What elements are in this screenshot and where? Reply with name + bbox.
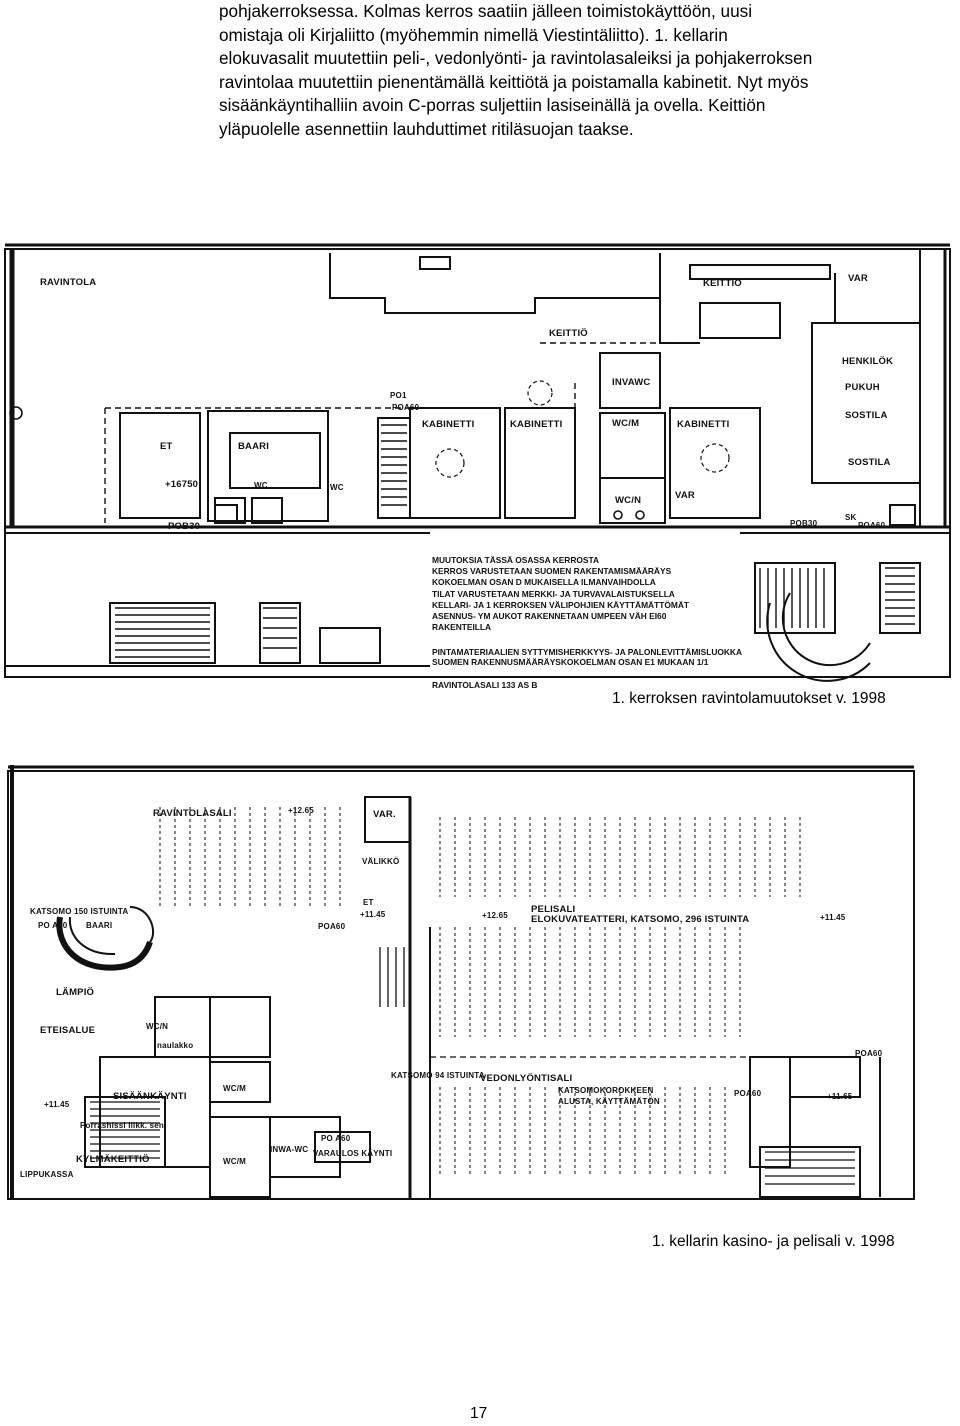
- room-label-valikko: VÄLIKKÖ: [362, 857, 400, 866]
- note-line: KOKOELMAN OSAN D MUKAISELLA ILMANVAIHDOL…: [432, 577, 656, 587]
- room-label-baari: BAARI: [238, 441, 270, 452]
- room-label-baari: BAARI: [86, 921, 113, 930]
- room-label-invawc: INWA-WC: [270, 1145, 309, 1154]
- note-line: ASENNUS- YM AUKOT RAKENNETAAN UMPEEN VÄH…: [432, 611, 667, 621]
- door-label-poa60: POA60: [734, 1089, 762, 1098]
- room-label-var: VAR.: [373, 809, 396, 820]
- room-label-ravintolasali: RAVINTOLASALI: [153, 808, 232, 819]
- intro-paragraph: pohjakerroksessa. Kolmas kerros saatiin …: [219, 0, 959, 141]
- room-label-keittio-top: KEITTIÖ: [703, 278, 742, 289]
- door-label-poa60: POA60: [392, 403, 420, 412]
- note-line: RAKENTEILLA: [432, 622, 492, 632]
- door-label-poa60: PO A60: [321, 1134, 351, 1143]
- room-label-elokuvateatteri: ELOKUVATEATTERI, KATSOMO, 296 ISTUINTA: [531, 914, 750, 925]
- note-line: PINTAMATERIAALIEN SYTTYMISHERKKYYS- JA P…: [432, 647, 743, 657]
- level-label: +12.65: [288, 806, 314, 815]
- room-label-henkilok: HENKILÖK: [842, 356, 894, 367]
- paragraph-line: sisäänkäyntihalliin avoin C-porras sulje…: [219, 95, 766, 115]
- room-label-wcm: WC/M: [223, 1084, 247, 1093]
- room-label-kabinetti: KABINETTI: [422, 419, 475, 430]
- page-number: 17: [470, 1405, 488, 1422]
- cut-off-label: RAVINTOLASALI 133 AS B: [432, 680, 538, 688]
- room-label-katsomo: KATSOMO 94 ISTUINTA: [391, 1071, 485, 1080]
- level-label: +12.65: [482, 911, 508, 920]
- paragraph-line: ravintolaa muutettiin pienentämällä keit…: [219, 71, 809, 92]
- naulakko-label: naulakko: [157, 1041, 194, 1050]
- stairlift-label: Porrashissi liikk. sen: [80, 1121, 164, 1130]
- floor-plan-basement: RAVINTOLASALI +12.65 VAR. VÄLIKKÖ KATSOM…: [0, 757, 960, 1207]
- room-label-katsomo: KATSOMO 150 ISTUINTA: [30, 907, 129, 916]
- floor-plan-drawing: [7, 765, 915, 1200]
- room-label-lampio: LÄMPIÖ: [56, 987, 95, 998]
- level-label: +11.45: [360, 910, 386, 919]
- room-label-wcn: WC/N: [146, 1022, 169, 1031]
- room-label-invawc: INVAWC: [612, 377, 651, 388]
- door-label-po1: PO1: [390, 391, 407, 400]
- paragraph-line: omistaja oli Kirjaliitto (myöhemmin nime…: [219, 24, 728, 45]
- door-label-poa60: POA60: [318, 922, 346, 931]
- room-label-wc: WC: [254, 481, 268, 490]
- door-label-po-a60: PO A60: [38, 921, 68, 930]
- note-line: SUOMEN RAKENNUSMÄÄRÄYSKOKOELMAN OSAN E1 …: [432, 657, 709, 667]
- room-label-ravintola: RAVINTOLA: [40, 277, 97, 288]
- paragraph-line: elokuvasalit muutettiin peli-, vedonlyön…: [219, 48, 813, 68]
- room-label-var-top: VAR: [848, 273, 868, 284]
- katsomokorokkeen-label: KATSOMOKOROKKEEN: [558, 1086, 654, 1095]
- level-label: +11.45: [820, 913, 846, 922]
- room-label-sk: SK: [845, 513, 857, 522]
- paragraph-line: pohjakerroksessa. Kolmas kerros saatiin …: [219, 1, 753, 21]
- room-label-et: ET: [363, 898, 374, 907]
- note-line: KERROS VARUSTETAAN SUOMEN RAKENTAMISMÄÄR…: [432, 566, 672, 576]
- note-line: KELLARI- JA 1 KERROKSEN VÄLIPOHJIEN KÄYT…: [432, 600, 689, 610]
- room-label-keittio: KEITTIÖ: [549, 328, 588, 339]
- note-line: MUUTOKSIA TÄSSÄ OSASSA KERROSTA: [432, 555, 600, 565]
- room-label-sostila: SOSTILA: [848, 457, 891, 468]
- room-label-pelisali: PELISALI: [531, 904, 576, 915]
- note-line: TILAT VARUSTETAAN MERKKI- JA TURVAVALAIS…: [432, 589, 675, 599]
- level-label: +16750: [165, 479, 199, 490]
- room-label-wcm: WC/M: [223, 1157, 247, 1166]
- room-label-wc: WC: [330, 483, 344, 492]
- figure-caption: 1. kerroksen ravintolamuutokset v. 1998: [612, 690, 886, 707]
- room-label-varaulos: VARAULOS KÄYNTI: [313, 1149, 393, 1158]
- alusta-label: ALUSTA, KÄYTTÄMÄTÖN: [558, 1097, 660, 1106]
- floor-plan-ground-floor: RAVINTOLA KEITTIÖ KEITTIÖ VAR HENKILÖK P…: [0, 243, 960, 688]
- room-label-eteisalue: ETEISALUE: [40, 1025, 96, 1036]
- level-label: +11.65: [827, 1092, 853, 1101]
- room-label-vedonlyontisali: VEDONLYÖNTISALI: [480, 1073, 573, 1084]
- room-label-var: VAR: [675, 490, 695, 501]
- room-label-wcn: WC/N: [615, 495, 642, 506]
- room-label-pukuh: PUKUH: [845, 382, 880, 393]
- door-label-poa60: POA60: [858, 521, 886, 530]
- level-label: +11.45: [44, 1100, 70, 1109]
- room-label-kabinetti: KABINETTI: [510, 419, 563, 430]
- door-label-poa60: POA60: [855, 1049, 883, 1058]
- paragraph-line: yläpuolelle asennettiin lauhduttimet rit…: [219, 118, 634, 139]
- door-label-pob30: POB30: [168, 521, 201, 532]
- door-label-pob30: POB30: [790, 519, 818, 528]
- floor-plan-drawing: [4, 243, 951, 682]
- room-label-kylmakeittio: KYLMÄKEITTIÖ: [76, 1154, 150, 1165]
- room-label-sostila: SOSTILA: [845, 410, 888, 421]
- room-label-wcm: WC/M: [612, 418, 640, 429]
- room-label-et: ET: [160, 441, 173, 452]
- room-label-lippukassa: LIPPUKASSA: [20, 1170, 74, 1179]
- figure-caption: 1. kellarin kasino- ja pelisali v. 1998: [652, 1233, 895, 1250]
- room-label-kabinetti: KABINETTI: [677, 419, 730, 430]
- room-label-sisaankaynti: SISÄÄNKÄYNTI: [113, 1091, 187, 1102]
